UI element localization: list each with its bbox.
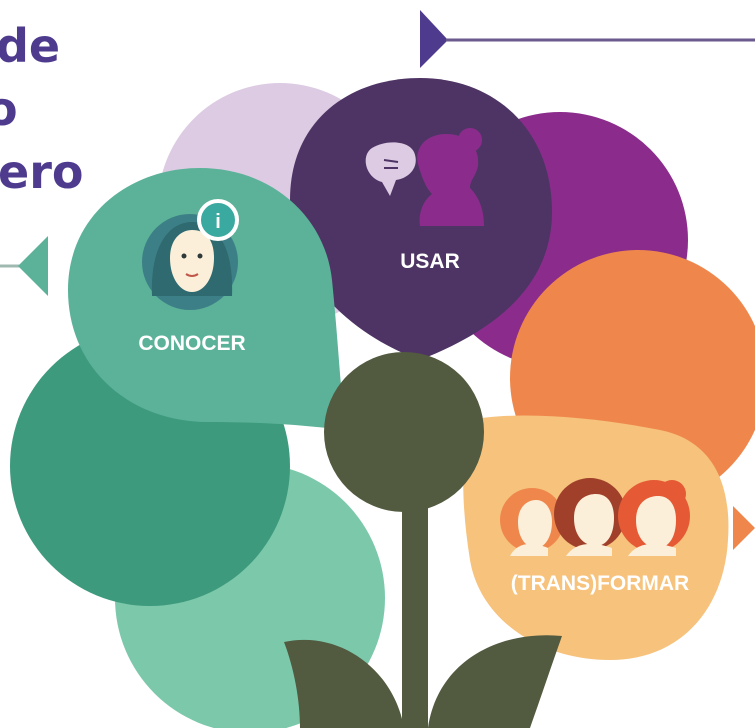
title-line-2: o: [0, 82, 18, 136]
right-arrow: [733, 506, 755, 550]
top-arrow-line: [420, 10, 755, 68]
transformar-label: (TRANS)FORMAR: [511, 572, 689, 595]
left-arrow: [0, 236, 48, 296]
conocer-petal: i CONOCER: [68, 168, 345, 430]
title-line-1: de: [0, 19, 60, 73]
transformar-petal: (TRANS)FORMAR: [463, 415, 729, 660]
title-line-3: ero: [0, 145, 84, 199]
svg-text:i: i: [215, 211, 221, 233]
conocer-label: CONOCER: [138, 332, 245, 355]
three-women-icon: [500, 478, 690, 556]
usar-petal: USAR: [290, 78, 552, 360]
flower-center: [324, 352, 484, 512]
usar-label: USAR: [400, 250, 460, 273]
woman-info-icon: i: [142, 199, 239, 310]
flower-stem: [284, 490, 562, 728]
woman-speaking-icon: [365, 128, 484, 226]
title: de o ero: [0, 19, 84, 199]
info-badge-icon: [197, 199, 239, 241]
